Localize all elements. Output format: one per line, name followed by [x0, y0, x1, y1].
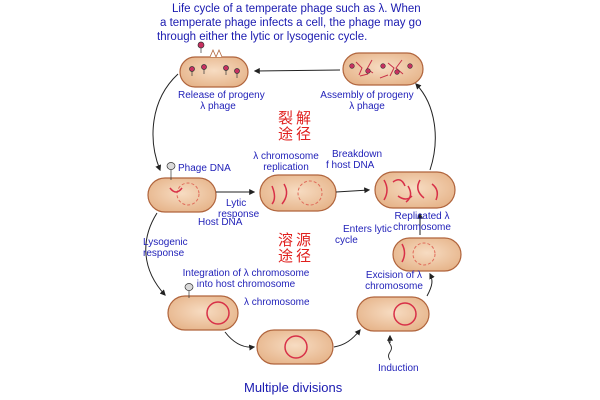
lytic-cn-line1: 裂解	[278, 109, 315, 127]
cycle-arrows	[145, 67, 436, 361]
lambda-chromosome-label: λ chromosome	[244, 297, 310, 308]
lysogenic-cn-line2: 途径	[278, 247, 315, 265]
lytic-cn-line2: 途径	[278, 125, 315, 143]
induction-label: Induction	[378, 363, 419, 374]
lysogenic-response-line2: response	[143, 248, 185, 259]
cell-replicated	[374, 171, 456, 209]
release-label-line1: Release of progeny	[178, 90, 265, 101]
excision-line1: Excision of λ	[365, 270, 423, 281]
release-label-line2: λ phage	[200, 101, 236, 112]
cell-enter-lytic	[392, 237, 462, 272]
lytic-response-line2: response	[218, 209, 260, 220]
chromosome-replication-line2: replication	[263, 162, 309, 173]
chromosome-replication-line1: λ chromosome	[253, 151, 319, 162]
cell-infection	[147, 162, 217, 213]
cell-integration	[167, 283, 239, 331]
lysogenic-cn-line1: 溶源	[278, 231, 315, 249]
integration-line2: into host chromosome	[196, 279, 296, 290]
enters-lytic-line1: Enters lytic	[343, 224, 392, 235]
breakdown-line1: Breakdown	[332, 149, 383, 160]
lytic-response-line1: Lytic	[226, 198, 247, 209]
integration-line1: Integration of λ chromosome	[182, 268, 310, 279]
multiple-divisions-label: Multiple divisions	[244, 380, 343, 395]
enters-lytic-line2: cycle	[335, 235, 358, 246]
replicated-chromosome-line1: Replicated λ	[394, 211, 450, 222]
phage-icon	[189, 41, 240, 78]
excision-line2: chromosome	[365, 281, 423, 292]
assembly-label-line2: λ phage	[349, 101, 385, 112]
title-line-1: Life cycle of a temperate phage such as …	[172, 3, 421, 15]
phage-dna-label: Phage DNA	[178, 163, 231, 174]
cell-release	[179, 41, 249, 88]
breakdown-line2: f host DNA	[326, 160, 375, 171]
title-line-2: a temperate phage infects a cell, the ph…	[160, 17, 422, 29]
host-dna-label: Host DNA	[198, 217, 243, 228]
cell-division	[256, 329, 334, 365]
lysogenic-response-line1: Lysogenic	[143, 237, 188, 248]
cell-excision	[356, 296, 430, 332]
title-line-3: through either the lytic or lysogenic cy…	[157, 31, 368, 43]
cell-assembly	[342, 52, 424, 86]
replicated-chromosome-line2: chromosome	[393, 222, 451, 233]
cell-replication	[259, 174, 337, 212]
assembly-label-line1: Assembly of progeny	[320, 90, 414, 101]
